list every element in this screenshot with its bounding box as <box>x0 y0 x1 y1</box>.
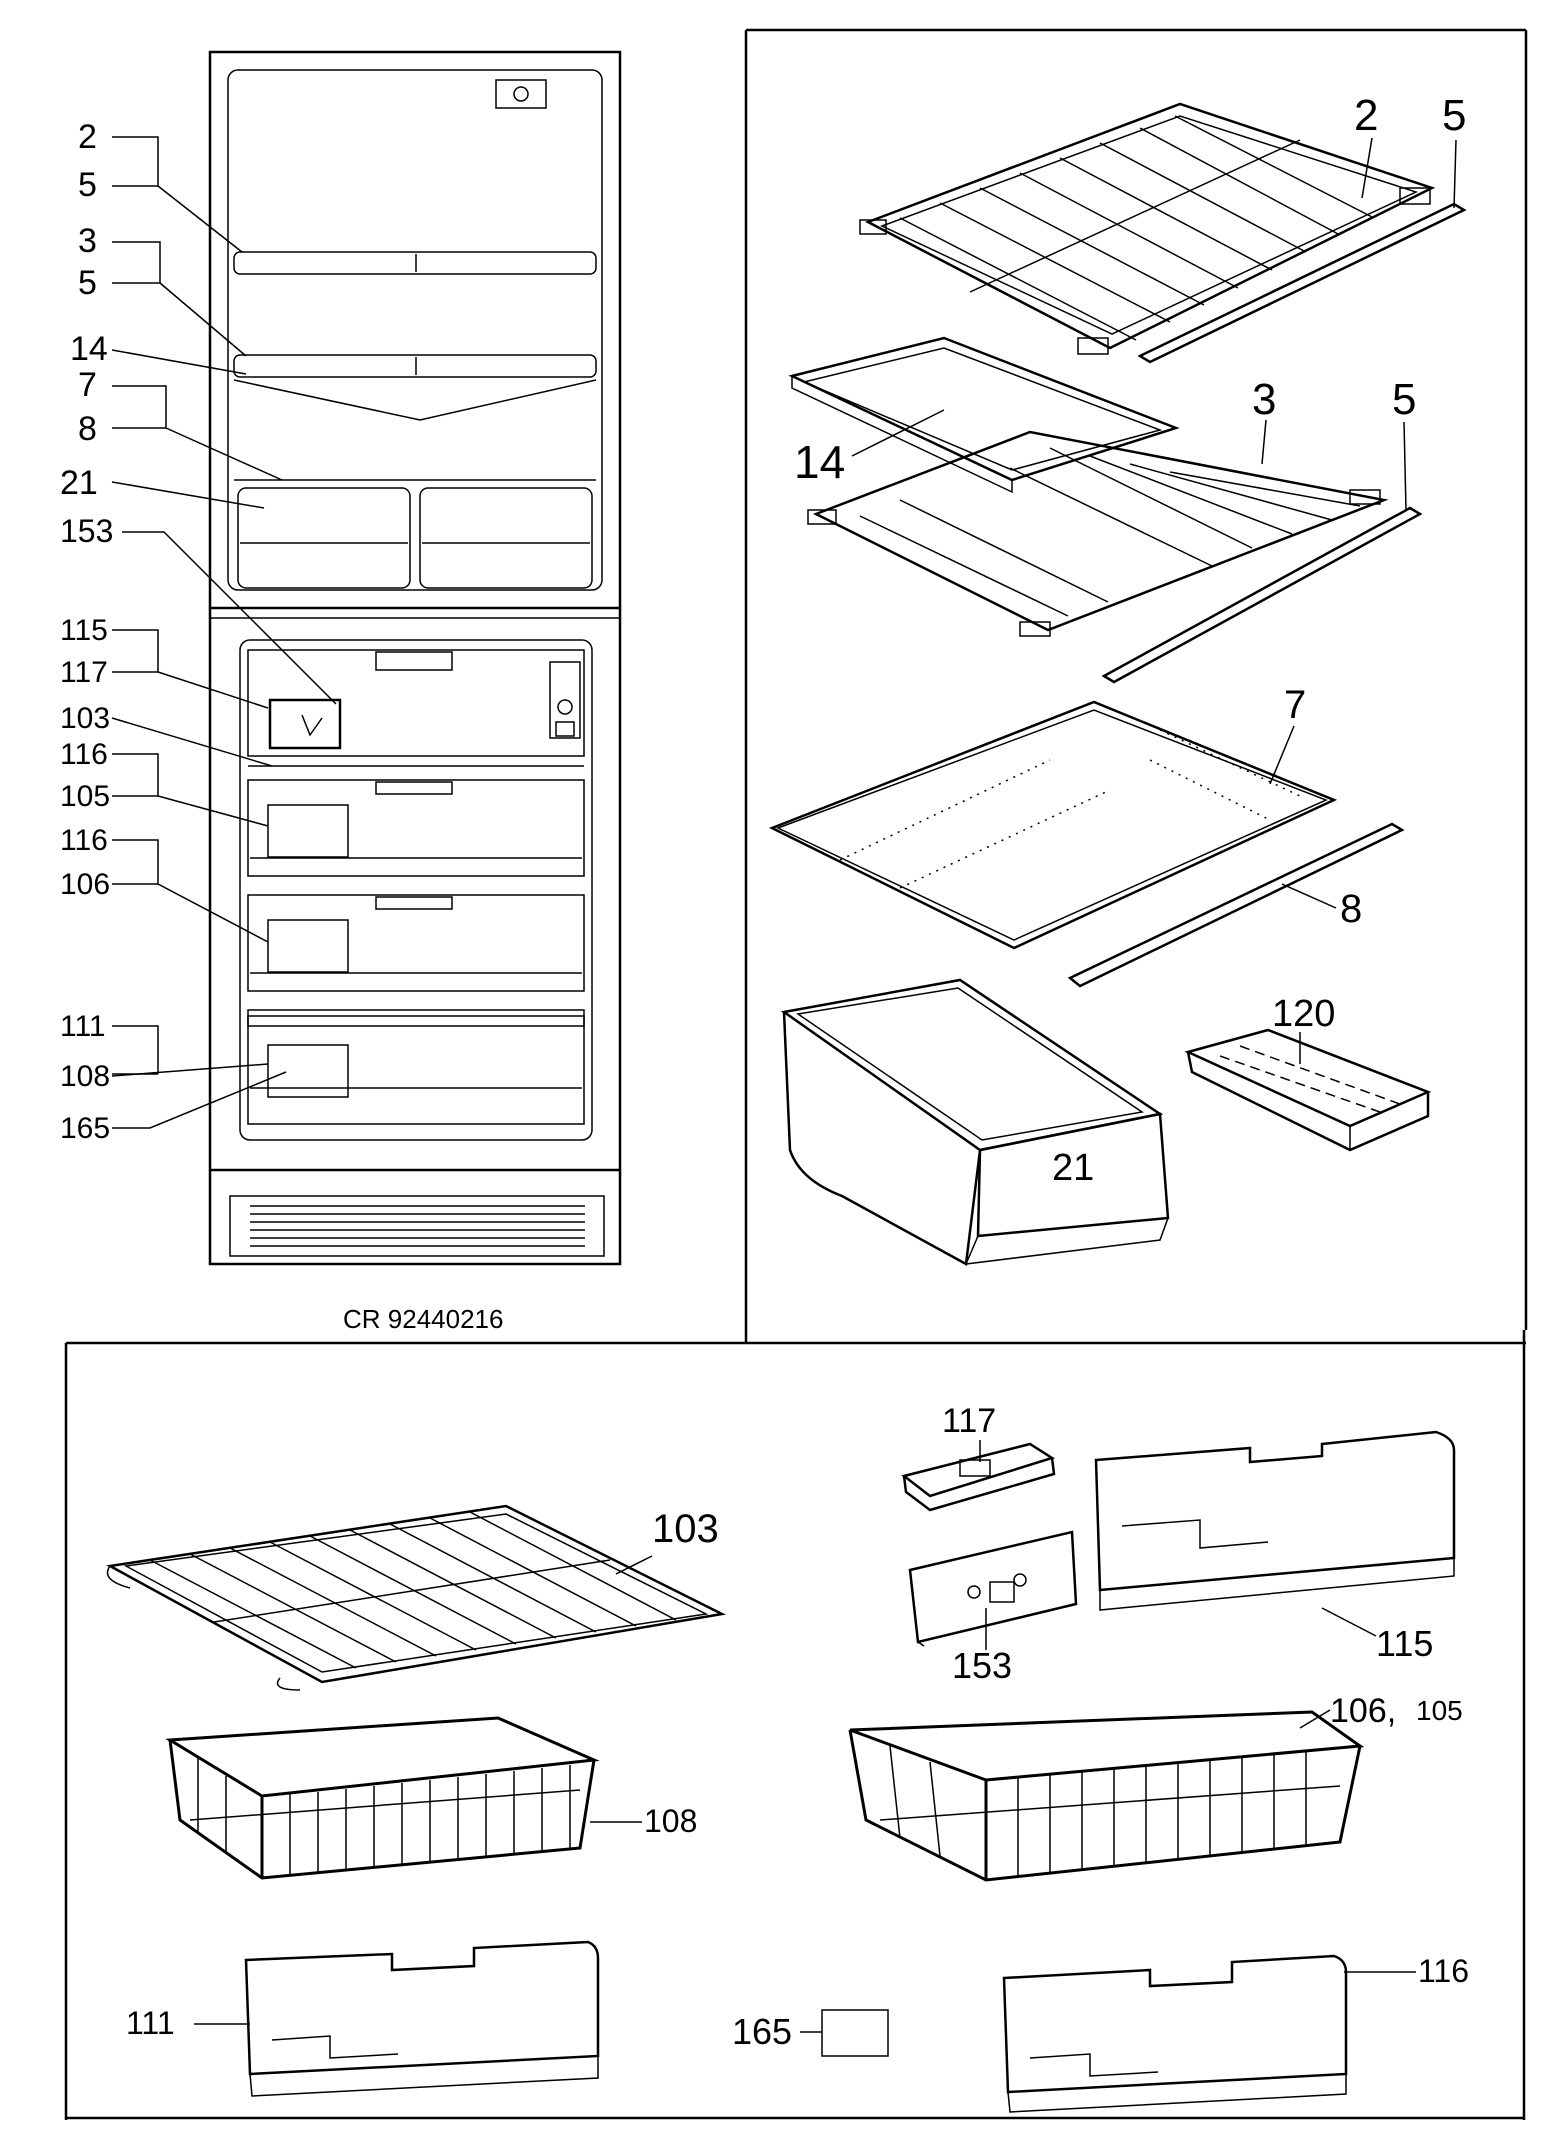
part-label-165: 165 <box>732 2011 792 2052</box>
part-label-117: 117 <box>942 1402 996 1440</box>
crisper-tray-14 <box>788 336 1180 494</box>
part-label-153: 153 <box>952 1645 1012 1686</box>
part-label-2: 2 <box>1354 91 1378 140</box>
callout-label-3: 3 <box>78 222 97 260</box>
fridge-shelf-3 <box>807 430 1389 637</box>
callout-label-5b: 5 <box>78 264 97 302</box>
fridge-callout-leaders <box>111 136 337 1129</box>
callout-label-153: 153 <box>60 513 113 549</box>
part-label-116: 116 <box>1418 1953 1469 1989</box>
callout-label-111: 111 <box>60 1010 106 1043</box>
part-label-111: 111 <box>126 2005 175 2041</box>
refrigerator-front-view <box>208 50 622 1266</box>
basket-106-105 <box>848 1710 1365 1882</box>
part-label-3: 3 <box>1252 375 1276 424</box>
callout-label-115: 115 <box>60 614 108 647</box>
callout-label-21: 21 <box>60 464 98 502</box>
base-grille <box>250 1205 585 1247</box>
callout-label-108: 108 <box>60 1060 110 1093</box>
callout-label-116b: 116 <box>60 824 108 857</box>
shelf-trim-8 <box>1067 822 1405 988</box>
part-165-placeholder <box>821 2009 889 2057</box>
part-label-105: 105 <box>1416 1695 1463 1726</box>
panel-frames <box>64 28 1528 2120</box>
callout-label-2: 2 <box>78 118 97 156</box>
ice-tray-120 <box>1184 1028 1432 1152</box>
callout-label-106: 106 <box>60 868 110 901</box>
fridge-shelf-2 <box>859 102 1436 355</box>
part-label-103: 103 <box>652 1507 719 1551</box>
shelf-trim-5-middle <box>1101 506 1423 684</box>
callout-label-14: 14 <box>70 330 108 368</box>
flap-115 <box>1094 1430 1456 1611</box>
callout-label-5a: 5 <box>78 166 97 204</box>
part-label-120: 120 <box>1272 993 1335 1035</box>
callout-label-165: 165 <box>60 1112 110 1145</box>
part-label-21: 21 <box>1052 1147 1094 1189</box>
callout-label-103: 103 <box>60 702 110 735</box>
part-label-5-top: 5 <box>1442 91 1466 140</box>
part-label-108: 108 <box>644 1803 697 1839</box>
callout-label-8: 8 <box>78 410 97 448</box>
flap-111 <box>244 1940 600 2097</box>
callout-label-7: 7 <box>78 366 97 404</box>
part-label-5-middle: 5 <box>1392 375 1416 424</box>
part-label-14: 14 <box>794 436 845 488</box>
part-label-115: 115 <box>1376 1623 1433 1664</box>
basket-108 <box>165 1716 600 1880</box>
part-label-8: 8 <box>1340 887 1362 931</box>
vegetable-drawer-21 <box>780 978 1170 1266</box>
glass-shelf-7 <box>768 700 1338 950</box>
ice-tray-holder-117 <box>901 1442 1056 1512</box>
shelf-trim-5-top <box>1137 202 1467 364</box>
flap-116 <box>1002 1954 1348 2113</box>
fridge-callout-labels: 2 5 3 5 14 7 8 21 153 115 117 103 116 10… <box>60 118 113 1145</box>
part-label-106: 106, <box>1330 1692 1396 1730</box>
callout-label-117: 117 <box>60 656 108 689</box>
callout-label-116a: 116 <box>60 738 108 771</box>
plate-153 <box>908 1530 1078 1647</box>
part-label-7: 7 <box>1284 683 1306 727</box>
callout-label-105: 105 <box>60 780 110 813</box>
caption: CR 92440216 <box>343 1304 503 1334</box>
wire-shelf-103 <box>106 1504 726 1691</box>
